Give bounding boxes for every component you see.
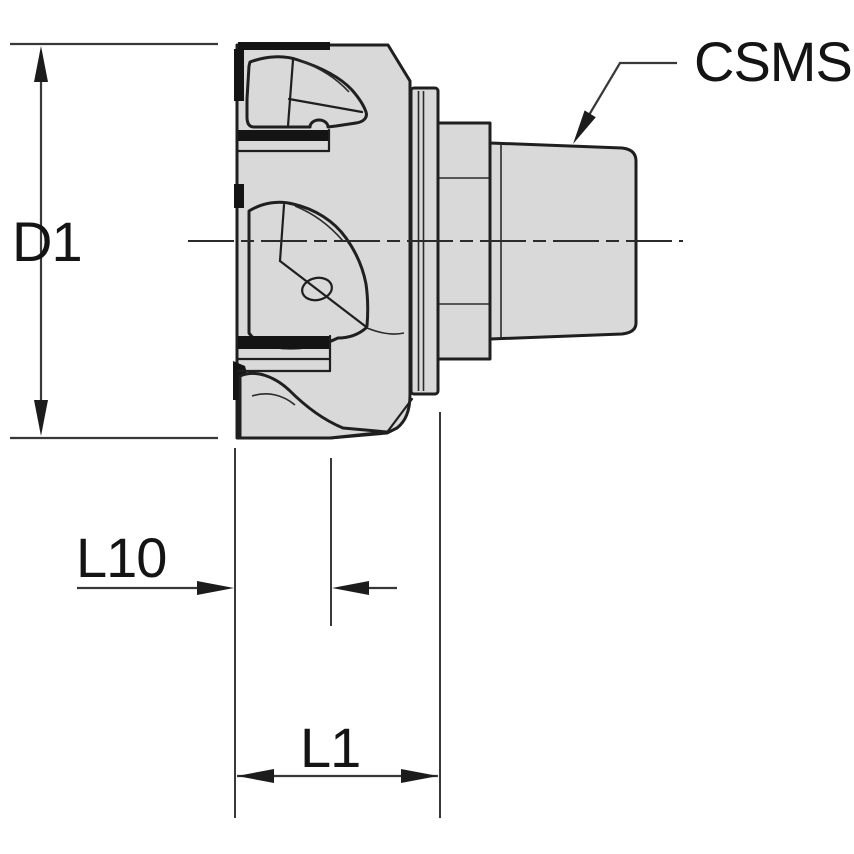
dimension-l10: L10 — [76, 448, 397, 818]
tool-geometry — [188, 42, 683, 440]
insert-bottom — [238, 371, 389, 440]
l1-label: L1 — [300, 716, 360, 779]
pocket-top-edge — [238, 42, 330, 50]
insert-top-inner-curve — [300, 60, 350, 93]
l10-arrow-left-icon — [332, 581, 369, 595]
pocket-bar-middle — [234, 184, 244, 208]
insert-top-facet-line — [286, 58, 295, 128]
dimension-d1: D1 — [10, 42, 218, 440]
callout-csms: CSMS — [573, 30, 853, 144]
d1-arrow-down-icon — [34, 400, 48, 436]
csms-leader-line — [588, 61, 677, 116]
l10-arrow-right-icon — [197, 581, 234, 595]
d1-arrow-up-icon — [34, 46, 48, 82]
insert-middle-seat-line — [366, 327, 405, 335]
d1-label: D1 — [12, 210, 82, 273]
insert-middle-facet-line — [278, 203, 286, 263]
insert-top-edge-line — [287, 97, 364, 114]
pocket-bar-upper — [234, 49, 244, 101]
l1-arrow-left-icon — [237, 769, 274, 783]
upper-shelf-pocket-bar — [238, 130, 329, 141]
insert-middle-inner-curve — [294, 205, 344, 242]
insert-bottom-inner-curve — [251, 393, 296, 406]
dimension-l1: L1 — [237, 412, 441, 818]
lower-shelf-pocket-bar — [238, 336, 330, 349]
l10-label: L10 — [76, 526, 166, 589]
csms-arrow-icon — [573, 110, 596, 144]
insert-screw-hole — [301, 276, 333, 302]
insert-middle-edge-line — [278, 259, 367, 328]
insert-bottom-edge-line — [386, 397, 414, 433]
csms-label: CSMS — [694, 30, 852, 93]
l1-arrow-right-icon — [401, 769, 438, 783]
